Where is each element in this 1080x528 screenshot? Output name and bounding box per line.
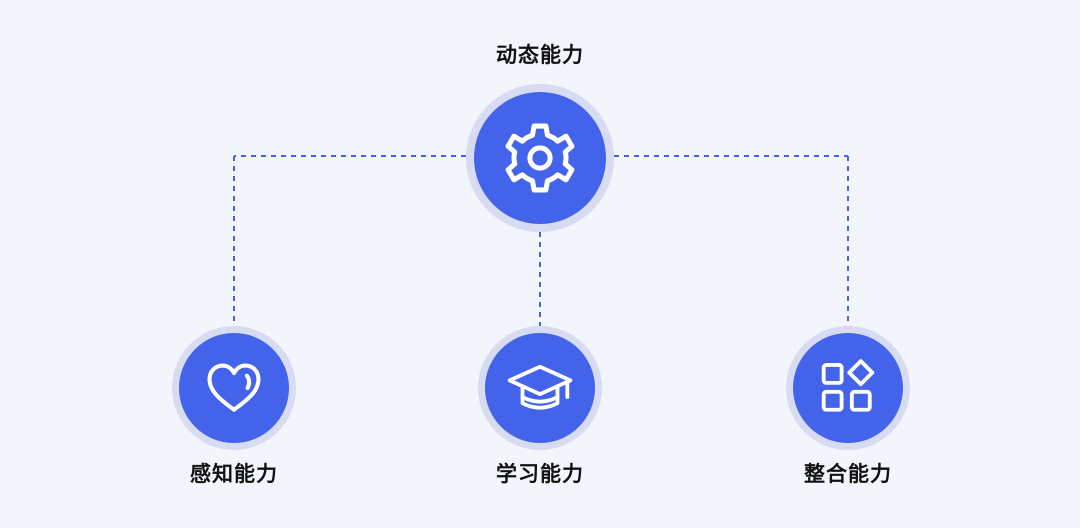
node-top [466,84,614,232]
node-label-integration: 整合能力 [804,462,892,486]
gear-icon [505,123,575,193]
node-integration-circle [793,333,903,443]
node-top-circle [474,92,606,224]
node-learning-circle [485,333,595,443]
node-integration [786,326,910,450]
node-label-perception: 感知能力 [190,462,278,486]
node-learning [478,326,602,450]
node-label-learning: 学习能力 [496,462,584,486]
node-perception [172,326,296,450]
node-perception-circle [179,333,289,443]
heart-icon [207,363,261,412]
node-label-top: 动态能力 [496,43,584,67]
graduation-cap-icon [507,364,573,410]
blocks-icon [821,359,875,412]
